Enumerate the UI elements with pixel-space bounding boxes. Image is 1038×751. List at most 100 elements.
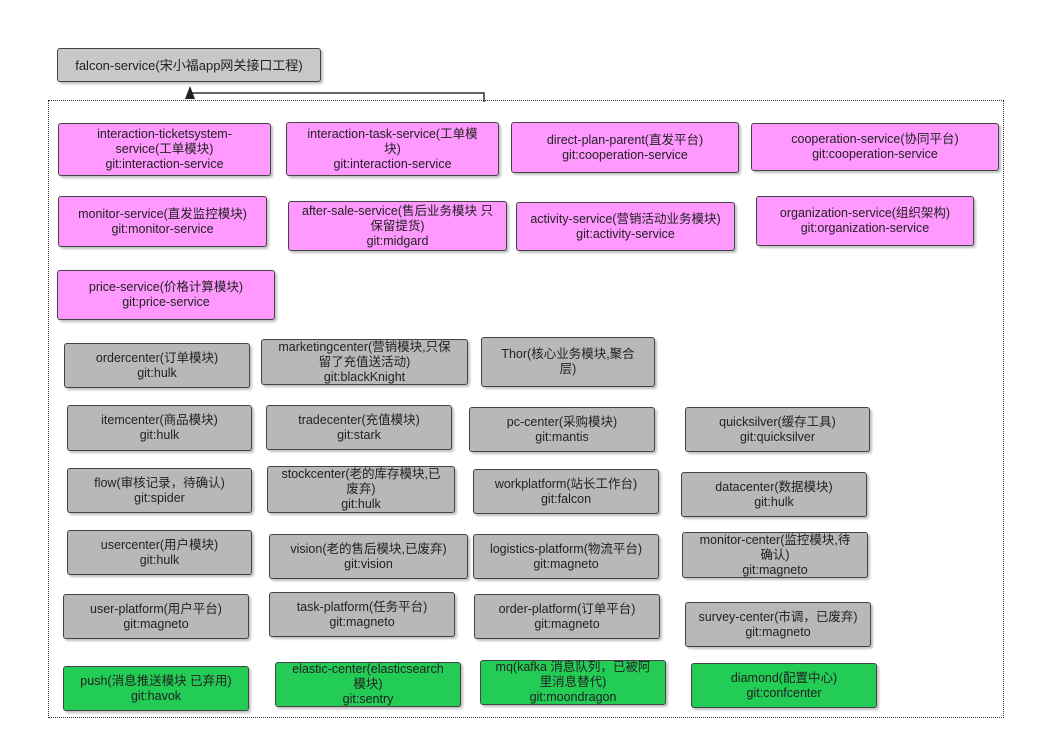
marketingcenter-box: marketingcenter(营销模块,只保 留了充值送活动) git:bla… xyxy=(261,339,468,385)
box-git: git:confcenter xyxy=(746,685,822,700)
box-git: git:hulk xyxy=(341,497,381,511)
box-git: git:mantis xyxy=(535,429,589,444)
diamond-box: diamond(配置中心) git:confcenter xyxy=(691,663,877,708)
tradecenter-box: tradecenter(充值模块) git:stark xyxy=(266,405,452,450)
box-git: git:blackKnight xyxy=(323,369,406,384)
falcon-service-box: falcon-service(宋小福app网关接口工程) xyxy=(57,48,321,82)
organization-service-box: organization-service(组织架构) git:organizat… xyxy=(756,196,974,246)
box-line: 留了充值送活动) xyxy=(318,354,411,369)
datacenter-box: datacenter(数据模块) git:hulk xyxy=(681,472,867,517)
thor-box: Thor(核心业务模块,聚合 层) xyxy=(481,337,655,387)
interaction-task-service-box: interaction-task-service(工单模 块) git:inte… xyxy=(286,122,499,176)
service-group-container xyxy=(48,100,1004,718)
box-line: 块) xyxy=(384,141,401,156)
box-line: price-service(价格计算模块) xyxy=(88,280,244,294)
box-line: interaction-ticketsystem- xyxy=(97,127,232,141)
box-line: diamond(配置中心) xyxy=(730,670,838,685)
pc-center-box: pc-center(采购模块) git:mantis xyxy=(469,407,655,452)
box-line: stockcenter(老的库存模块,已 xyxy=(281,467,441,481)
box-line: interaction-task-service(工单模 xyxy=(307,126,478,141)
box-line: workplatform(站长工作台) xyxy=(494,476,638,491)
box-git: git:spider xyxy=(134,490,185,505)
box-line: pc-center(采购模块) xyxy=(506,414,618,429)
direct-plan-parent-box: direct-plan-parent(直发平台) git:cooperation… xyxy=(511,122,739,173)
activity-service-box: activity-service(营销活动业务模块) git:activity-… xyxy=(516,202,735,251)
box-line: 保留提货) xyxy=(370,218,425,233)
box-line: organization-service(组织架构) xyxy=(779,206,951,220)
box-git: git:activity-service xyxy=(576,226,675,241)
box-line: itemcenter(商品模块) xyxy=(101,413,218,427)
box-line: user-platform(用户平台) xyxy=(90,601,222,616)
box-git: git:hulk xyxy=(754,494,794,509)
box-git: git:magneto xyxy=(329,614,395,629)
box-git: git:cooperation-service xyxy=(812,147,938,161)
monitor-service-box: monitor-service(直发监控模块) git:monitor-serv… xyxy=(58,196,267,247)
box-git: git:hulk xyxy=(139,552,180,567)
box-line: flow(审核记录，待确认) xyxy=(94,475,225,490)
box-git: git:havok xyxy=(130,688,182,703)
box-git: git:magneto xyxy=(123,616,189,631)
usercenter-box: usercenter(用户模块) git:hulk xyxy=(67,530,252,575)
user-platform-box: user-platform(用户平台) git:magneto xyxy=(63,594,249,639)
box-line: vision(老的售后模块,已废弃) xyxy=(290,541,447,556)
box-git: git:falcon xyxy=(540,491,592,506)
elastic-center-box: elastic-center(elasticsearch 模块) git:sen… xyxy=(275,662,461,707)
box-git: git:hulk xyxy=(137,365,177,380)
box-line: monitor-service(直发监控模块) xyxy=(78,206,247,221)
box-line: 层) xyxy=(559,362,577,376)
box-git: git:interaction-service xyxy=(105,157,224,171)
task-platform-box: task-platform(任务平台) git:magneto xyxy=(269,592,455,637)
box-line: 废弃) xyxy=(346,482,376,496)
box-git: git:moondragon xyxy=(529,690,617,704)
box-line: 确认) xyxy=(760,547,790,562)
mq-box: mq(kafka 消息队列，已被阿 里消息替代) git:moondragon xyxy=(480,660,666,705)
box-line: direct-plan-parent(直发平台) xyxy=(546,132,704,147)
cooperation-service-box: cooperation-service(协同平台) git:cooperatio… xyxy=(751,123,999,171)
box-git: git:interaction-service xyxy=(333,156,452,171)
box-line: monitor-center(监控模块,待 xyxy=(699,532,851,547)
box-line: elastic-center(elasticsearch xyxy=(292,662,444,676)
falcon-service-label: falcon-service(宋小福app网关接口工程) xyxy=(75,57,303,73)
box-line: 模块) xyxy=(353,677,383,691)
box-line: service(工单模块) xyxy=(115,142,214,156)
box-line: 里消息替代) xyxy=(539,675,607,689)
price-service-box: price-service(价格计算模块) git:price-service xyxy=(57,270,275,320)
box-line: cooperation-service(协同平台) xyxy=(791,132,959,146)
order-platform-box: order-platform(订单平台) git:magneto xyxy=(474,594,660,639)
stockcenter-box: stockcenter(老的库存模块,已 废弃) git:hulk xyxy=(267,466,455,513)
monitor-center-box: monitor-center(监控模块,待 确认) git:magneto xyxy=(682,532,868,578)
box-line: mq(kafka 消息队列，已被阿 xyxy=(495,660,651,674)
interaction-ticketsystem-service-box: interaction-ticketsystem- service(工单模块) … xyxy=(58,123,271,176)
box-git: git:monitor-service xyxy=(111,221,214,236)
flow-box: flow(审核记录，待确认) git:spider xyxy=(67,468,252,513)
box-line: quicksilver(缓存工具) xyxy=(719,414,836,429)
arrow-head xyxy=(185,86,195,99)
push-box: push(消息推送模块 已弃用) git:havok xyxy=(63,666,249,711)
box-line: task-platform(任务平台) xyxy=(296,599,428,614)
box-git: git:sentry xyxy=(342,692,394,706)
box-git: git:quicksilver xyxy=(739,429,816,444)
box-git: git:stark xyxy=(337,427,381,442)
box-git: git:vision xyxy=(344,556,393,571)
box-line: survey-center(市调，已废弃) xyxy=(698,609,858,624)
box-git: git:magneto xyxy=(742,562,808,577)
after-sale-service-box: after-sale-service(售后业务模块 只 保留提货) git:mi… xyxy=(288,201,507,251)
survey-center-box: survey-center(市调，已废弃) git:magneto xyxy=(685,602,871,647)
box-line: order-platform(订单平台) xyxy=(498,601,636,616)
box-git: git:hulk xyxy=(139,428,180,442)
box-line: after-sale-service(售后业务模块 只 xyxy=(302,203,493,218)
box-line: push(消息推送模块 已弃用) xyxy=(80,673,232,688)
vision-box: vision(老的售后模块,已废弃) git:vision xyxy=(269,534,468,579)
itemcenter-box: itemcenter(商品模块) git:hulk xyxy=(67,405,252,451)
quicksilver-box: quicksilver(缓存工具) git:quicksilver xyxy=(685,407,870,452)
box-git: git:midgard xyxy=(366,233,429,248)
box-line: activity-service(营销活动业务模块) xyxy=(530,211,721,226)
ordercenter-box: ordercenter(订单模块) git:hulk xyxy=(64,343,250,388)
box-git: git:magneto xyxy=(534,616,600,631)
box-line: marketingcenter(营销模块,只保 xyxy=(278,339,451,354)
workplatform-box: workplatform(站长工作台) git:falcon xyxy=(473,469,659,514)
box-line: ordercenter(订单模块) xyxy=(95,350,219,365)
box-git: git:magneto xyxy=(533,556,599,571)
box-git: git:magneto xyxy=(745,624,811,639)
